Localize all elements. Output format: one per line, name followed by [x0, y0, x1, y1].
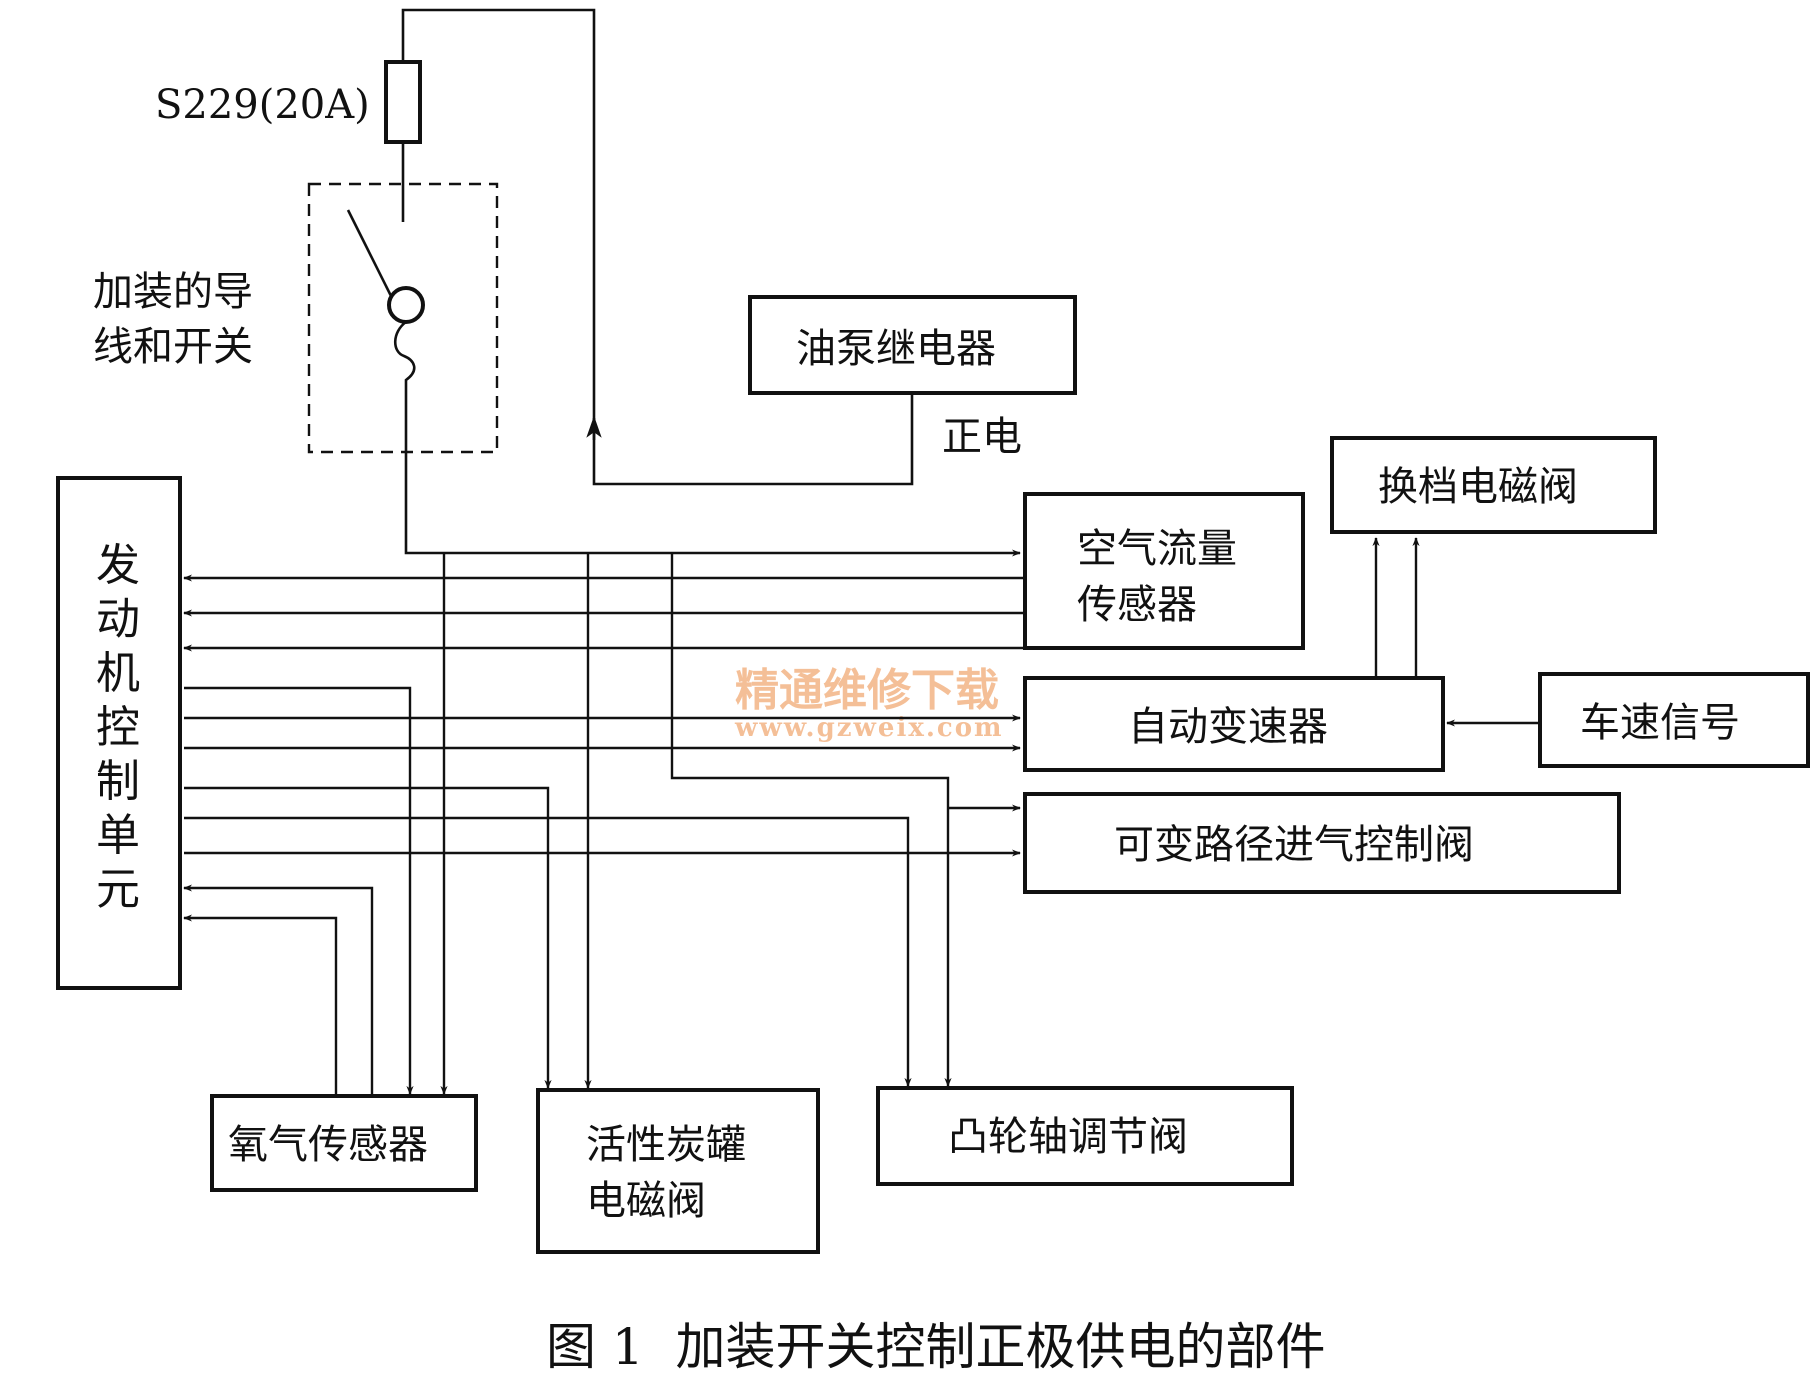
switch-label-1: 加装的导 — [93, 269, 253, 315]
oil-pump-relay-box — [748, 295, 1077, 395]
vehicle-speed-label: 车速信号 — [1580, 700, 1740, 746]
ecu-char-4: 制 — [96, 756, 140, 807]
fuse-symbol — [384, 60, 422, 144]
air-flow-sensor-box — [1023, 492, 1305, 650]
oxygen-sensor-box — [210, 1094, 478, 1192]
vehicle-speed-box — [1538, 672, 1810, 768]
ecu-char-2: 机 — [96, 648, 140, 699]
ecu-label: 发 动 机 控 制 单 元 — [96, 540, 140, 915]
o2-signal-1 — [183, 884, 374, 1094]
air-flow-sensor-label-1: 空气流量 — [1077, 526, 1237, 572]
switch-label-2: 线和开关 — [93, 324, 253, 370]
ecu-char-0: 发 — [96, 540, 140, 591]
shift-solenoid-label: 换档电磁阀 — [1378, 464, 1578, 510]
power-feed-wire — [401, 8, 914, 486]
ecu-box — [56, 476, 182, 990]
ecu-char-5: 单 — [96, 810, 140, 861]
auto-transmission-label: 自动变速器 — [1128, 704, 1328, 750]
ecu-char-3: 控 — [96, 702, 140, 753]
switch-coil-icon — [393, 320, 416, 398]
variable-intake-valve-box — [1023, 792, 1621, 894]
oil-pump-relay-label: 油泵继电器 — [796, 326, 996, 372]
bus-to-air-flow-sensor — [404, 398, 1021, 557]
positive-power-label: 正电 — [942, 414, 1022, 460]
bus-to-camshaft-wire — [670, 553, 952, 1087]
canister-solenoid-label-2: 电磁阀 — [586, 1178, 706, 1224]
ecu-char-1: 动 — [96, 594, 140, 645]
auto-transmission-box — [1023, 676, 1445, 772]
canister-solenoid-box — [536, 1088, 820, 1254]
switch-contact-icon — [387, 286, 425, 324]
figure-caption: 图 1 加装开关控制正极供电的部件 — [546, 1318, 1326, 1376]
camshaft-valve-label: 凸轮轴调节阀 — [948, 1114, 1188, 1160]
camshaft-valve-box — [876, 1086, 1294, 1186]
ecu-to-canister-wire — [184, 786, 552, 1089]
air-flow-sensor-label-2: 传感器 — [1077, 582, 1197, 628]
switch-lever — [346, 209, 394, 299]
ecu-char-6: 元 — [96, 864, 140, 915]
shift-solenoid-box — [1330, 436, 1657, 534]
variable-intake-valve-label: 可变路径进气控制阀 — [1114, 822, 1474, 868]
watermark-text: 精通维修下载 — [735, 665, 999, 716]
ecu-to-camshaft-wire — [184, 816, 912, 1087]
oxygen-sensor-label: 氧气传感器 — [228, 1122, 428, 1168]
ecu-to-o2-wire — [184, 686, 414, 1095]
switch-dashed-box — [307, 182, 499, 454]
canister-solenoid-label-1: 活性炭罐 — [586, 1122, 746, 1168]
fuse-label: S229(20A) — [155, 82, 370, 128]
o2-signal-2 — [183, 914, 338, 1094]
